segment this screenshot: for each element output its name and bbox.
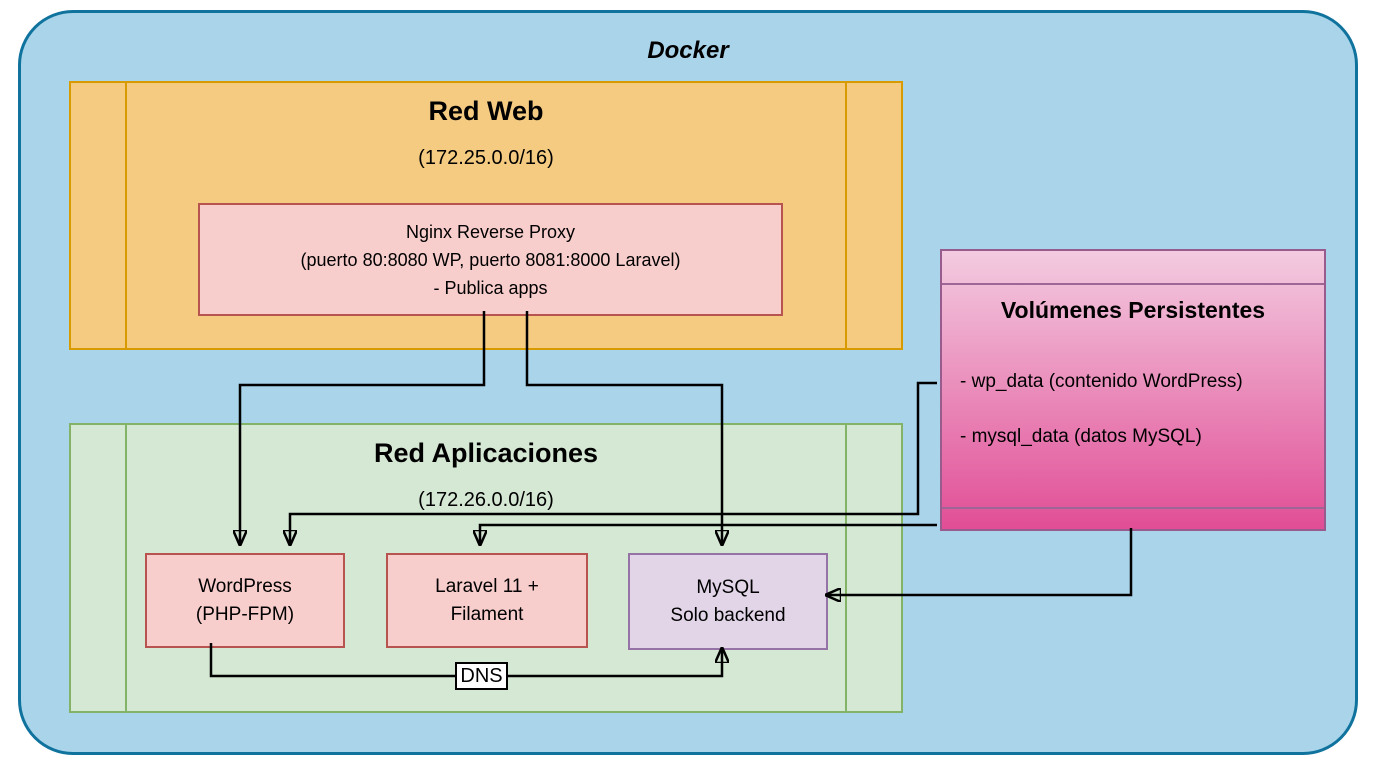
laravel-line-2: Filament xyxy=(450,603,524,625)
nginx-line-3: - Publica apps xyxy=(433,277,548,298)
nginx-line-2: (puerto 80:8080 WP, puerto 8081:8000 Lar… xyxy=(300,249,681,270)
volumes-title: Volúmenes Persistentes xyxy=(1000,297,1266,323)
network-band-left xyxy=(125,83,127,348)
volumes-header-divider xyxy=(942,283,1324,285)
red-aplicaciones-title: Red Aplicaciones xyxy=(373,438,599,468)
mysql-node: MySQL Solo backend xyxy=(628,553,828,650)
laravel-node: Laravel 11 + Filament xyxy=(386,553,588,648)
nginx-line-1: Nginx Reverse Proxy xyxy=(405,221,576,242)
red-web-subnet: (172.25.0.0/16) xyxy=(418,147,554,169)
dns-label: DNS xyxy=(455,662,508,690)
wordpress-line-1: WordPress xyxy=(198,575,292,597)
nginx-node: Nginx Reverse Proxy (puerto 80:8080 WP, … xyxy=(198,203,783,316)
volume-item-mysql-data: - mysql_data (datos MySQL) xyxy=(960,426,1202,447)
laravel-line-1: Laravel 11 + xyxy=(435,575,539,597)
red-web-title: Red Web xyxy=(428,96,544,126)
docker-container-box: Docker Red Web (172.25.0.0/16) Nginx Rev… xyxy=(18,10,1358,755)
mysql-line-1: MySQL xyxy=(696,576,760,598)
network-band-right xyxy=(845,83,847,348)
network-band-left xyxy=(125,425,127,711)
docker-title: Docker xyxy=(647,37,729,64)
network-red-web: Red Web (172.25.0.0/16) Nginx Reverse Pr… xyxy=(69,81,903,350)
red-aplicaciones-subnet: (172.26.0.0/16) xyxy=(418,489,554,511)
volumes-footer-divider xyxy=(942,507,1324,509)
wordpress-node: WordPress (PHP-FPM) xyxy=(145,553,345,648)
mysql-line-2: Solo backend xyxy=(670,604,786,626)
volume-item-wp-data: - wp_data (contenido WordPress) xyxy=(960,371,1243,392)
volumes-node: Volúmenes Persistentes - wp_data (conten… xyxy=(940,249,1326,531)
wordpress-line-2: (PHP-FPM) xyxy=(195,603,295,625)
